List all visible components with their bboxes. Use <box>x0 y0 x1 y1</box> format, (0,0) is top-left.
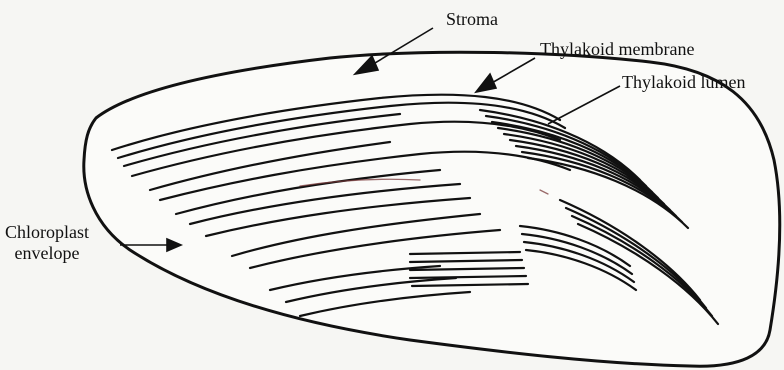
chloroplast-envelope-line2: envelope <box>5 243 89 264</box>
stroma-label: Stroma <box>446 9 498 29</box>
chloroplast-envelope-line1: Chloroplast <box>5 222 89 243</box>
chloroplast-envelope-outline <box>84 52 780 366</box>
thylakoid-membrane-label: Thylakoid membrane <box>540 39 694 59</box>
thylakoid-lumen-label: Thylakoid lumen <box>622 72 745 92</box>
chloroplast-envelope-label: Chloroplast envelope <box>5 222 89 264</box>
